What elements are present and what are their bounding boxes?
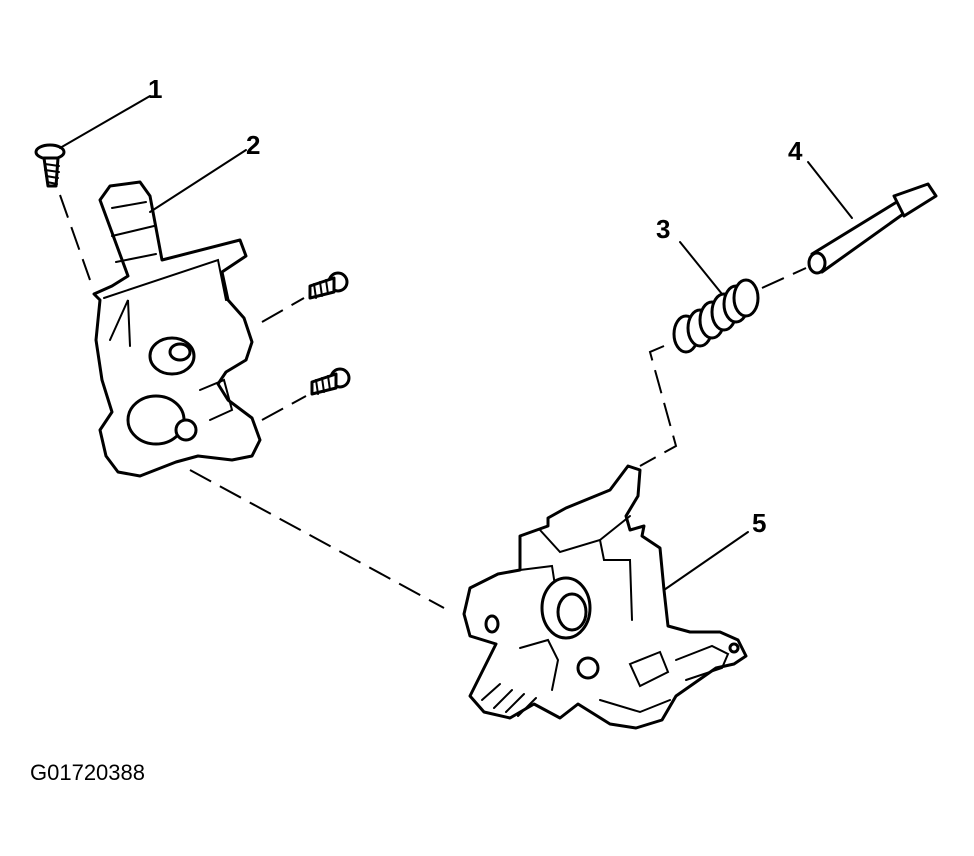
screw-1-assembly-line [59, 194, 91, 281]
bracket-screw-upper [308, 271, 349, 300]
callout-1-leader [59, 95, 151, 149]
figure-id: G01720388 [30, 760, 145, 785]
callout-2-label: 2 [246, 130, 260, 160]
part-3-spring [672, 278, 760, 354]
callout-3-label: 3 [656, 214, 670, 244]
callout-3-leader [679, 241, 723, 295]
callout-4-leader [807, 161, 853, 219]
bracket-assembly-line [189, 469, 445, 609]
bracket-screw-upper-line [261, 297, 305, 323]
part-1-screw [34, 143, 66, 188]
callout-5-leader [663, 531, 749, 591]
callout-2-leader [149, 149, 247, 213]
bracket-screw-lower-line [261, 395, 307, 421]
part-2-release-lever [92, 180, 262, 478]
part-5-latch-assembly [462, 464, 748, 730]
rod-assembly-line [761, 267, 807, 289]
spring-assembly-line [639, 345, 678, 467]
part-4-rod [807, 182, 938, 275]
callout-1-label: 1 [148, 74, 162, 104]
callout-4-label: 4 [788, 136, 803, 166]
callout-5-label: 5 [752, 508, 766, 538]
bracket-screw-lower [310, 367, 351, 396]
